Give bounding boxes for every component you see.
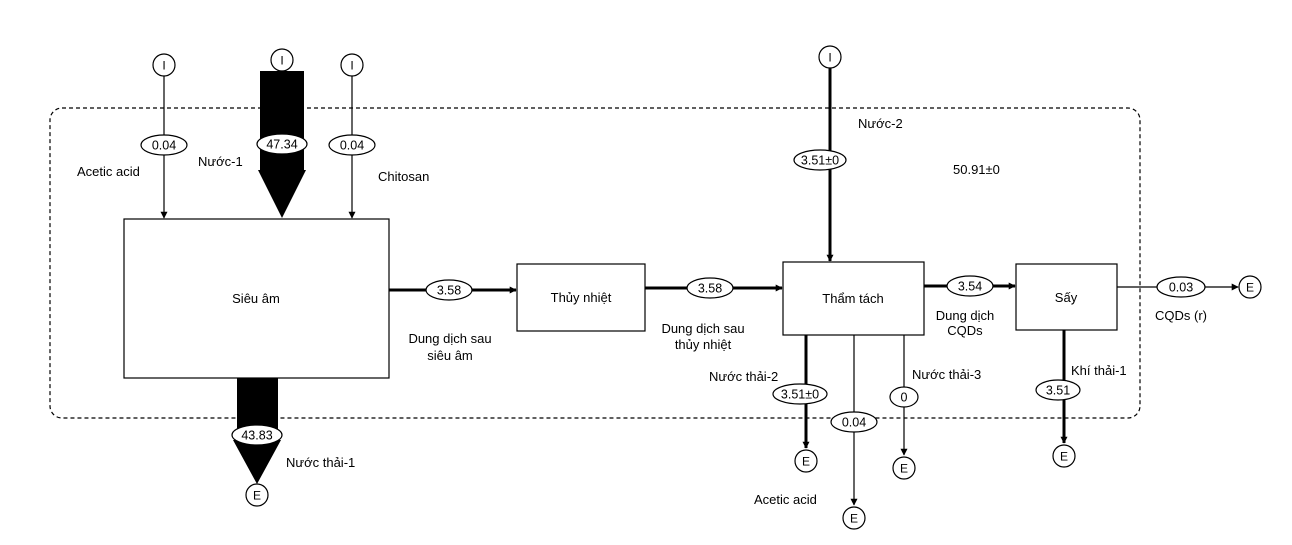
input-terminal-water-2: I xyxy=(818,45,842,69)
label-water-1: Nước-1 xyxy=(198,154,243,169)
value-water-1: 47.34 xyxy=(256,133,308,155)
label-after-ultrasonic-line1: Dung dịch sau xyxy=(408,331,491,346)
svg-text:47.34: 47.34 xyxy=(266,138,297,152)
label-exhaust-1: Khí thải-1 xyxy=(1071,363,1127,378)
value-water-2: 3.51±0 xyxy=(793,149,847,171)
process-tham-tach xyxy=(782,261,925,336)
svg-text:E: E xyxy=(1246,281,1254,295)
label-wastewater-1: Nước thải-1 xyxy=(286,455,355,470)
value-after-hydrothermal: 3.58 xyxy=(686,277,734,299)
svg-text:E: E xyxy=(850,512,858,526)
svg-text:0.04: 0.04 xyxy=(842,416,866,430)
process-sieu-am xyxy=(123,218,390,379)
svg-text:I: I xyxy=(828,51,831,65)
label-chitosan: Chitosan xyxy=(378,169,429,184)
value-chitosan: 0.04 xyxy=(328,134,376,156)
process-tham-tach-label: Thẩm tách xyxy=(822,291,883,306)
value-wastewater-1: 43.83 xyxy=(231,424,283,446)
value-cqd-solution: 3.54 xyxy=(946,275,994,297)
svg-text:E: E xyxy=(1060,450,1068,464)
output-terminal-acetic-acid: E xyxy=(842,506,866,530)
input-terminal-acetic: I xyxy=(152,53,176,77)
system-boundary xyxy=(49,107,1141,419)
svg-text:E: E xyxy=(900,462,908,476)
boundary-total-label: 50.91±0 xyxy=(953,162,1000,177)
value-acetic-acid-in: 0.04 xyxy=(140,134,188,156)
input-terminal-chitosan: I xyxy=(340,53,364,77)
output-terminal-cqds: E xyxy=(1238,275,1262,299)
label-cqd-solution-line1: Dung dịch xyxy=(936,308,995,323)
svg-text:3.51±0: 3.51±0 xyxy=(781,388,819,402)
label-cqd-solution-line2: CQDs xyxy=(947,323,983,338)
label-after-hydrothermal-line1: Dung dịch sau xyxy=(661,321,744,336)
value-wastewater-2: 3.51±0 xyxy=(772,383,828,405)
process-say xyxy=(1015,263,1118,331)
svg-text:3.58: 3.58 xyxy=(437,284,461,298)
svg-text:0.03: 0.03 xyxy=(1169,281,1193,295)
svg-text:3.51±0: 3.51±0 xyxy=(801,154,839,168)
svg-text:E: E xyxy=(802,455,810,469)
label-acetic-acid-in: Acetic acid xyxy=(77,164,140,179)
svg-text:3.51: 3.51 xyxy=(1046,384,1070,398)
process-say-label: Sấy xyxy=(1055,290,1078,305)
label-wastewater-2: Nước thải-2 xyxy=(709,369,778,384)
value-wastewater-3: 0 xyxy=(889,386,919,408)
output-terminal-wastewater-1: E xyxy=(245,483,269,507)
input-terminal-water-1: I xyxy=(270,48,294,72)
svg-text:43.83: 43.83 xyxy=(241,429,272,443)
svg-text:3.58: 3.58 xyxy=(698,282,722,296)
output-terminal-exhaust-1: E xyxy=(1052,444,1076,468)
label-water-2: Nước-2 xyxy=(858,116,903,131)
label-after-ultrasonic-line2: siêu âm xyxy=(427,348,473,363)
svg-text:I: I xyxy=(350,59,353,73)
process-sieu-am-label: Siêu âm xyxy=(232,291,280,306)
output-terminal-wastewater-2: E xyxy=(794,449,818,473)
label-after-hydrothermal-line2: thủy nhiệt xyxy=(675,337,732,352)
svg-text:0.04: 0.04 xyxy=(152,139,176,153)
value-acetic-acid-out: 0.04 xyxy=(830,411,878,433)
label-wastewater-3: Nước thải-3 xyxy=(912,367,981,382)
value-after-ultrasonic: 3.58 xyxy=(425,279,473,301)
value-exhaust-1: 3.51 xyxy=(1035,379,1081,401)
svg-text:I: I xyxy=(280,54,283,68)
process-thuy-nhiet-label: Thủy nhiệt xyxy=(551,290,612,305)
process-thuy-nhiet xyxy=(516,263,646,332)
svg-text:0: 0 xyxy=(901,391,908,405)
svg-text:I: I xyxy=(162,59,165,73)
svg-text:3.54: 3.54 xyxy=(958,280,982,294)
svg-text:E: E xyxy=(253,489,261,503)
svg-text:0.04: 0.04 xyxy=(340,139,364,153)
label-cqds-r: CQDs (r) xyxy=(1155,308,1207,323)
value-cqds-r: 0.03 xyxy=(1156,276,1206,298)
label-acetic-acid-out: Acetic acid xyxy=(754,492,817,507)
output-terminal-wastewater-3: E xyxy=(892,456,916,480)
